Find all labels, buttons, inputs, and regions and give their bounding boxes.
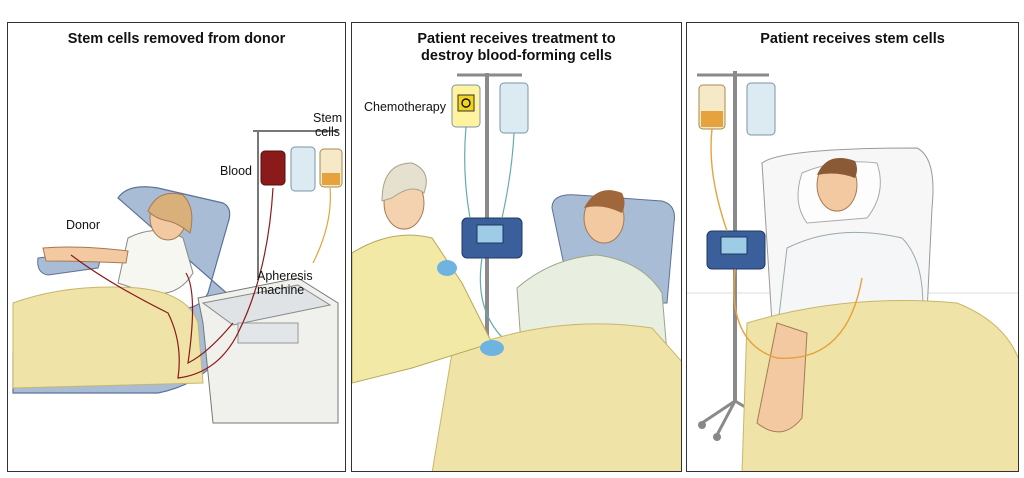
iv-bag-icon [499,82,529,134]
label-donor: Donor [66,218,101,232]
panel-title: Stem cells removed from donor [67,31,286,47]
label-apheresis-2: machine [257,283,305,297]
panel-title-line1: Patient receives treatment to [417,31,616,47]
iv-bag-icon [698,82,776,136]
infusion-pump-icon [461,217,523,259]
label-blood: Blood [220,164,252,178]
label-chemotherapy: Chemotherapy [364,100,446,114]
panel-title-line2: destroy blood-forming cells [421,48,612,64]
panel-chemotherapy: Patient receives treatment to destroy bl… [351,22,682,472]
panel-donor: Stem cells removed from donor Donor Bloo… [7,22,346,472]
infusion-illustration [687,71,1018,471]
donor-illustration [12,130,343,424]
panel-title: Patient receives treatment to destroy bl… [352,31,681,65]
panel-title: Patient receives stem cells [760,31,945,47]
panel-stem-cell-infusion: Patient receives stem cells [686,22,1019,472]
biohazard-icon [451,84,481,128]
label-stem-cells-1: Stem [313,111,343,125]
infusion-pump-icon [706,230,766,270]
label-stem-cells-2: cells [315,125,341,139]
treatment-illustration [352,73,681,471]
iv-bag-icon [260,146,343,192]
label-apheresis-1: Apheresis [257,269,313,283]
